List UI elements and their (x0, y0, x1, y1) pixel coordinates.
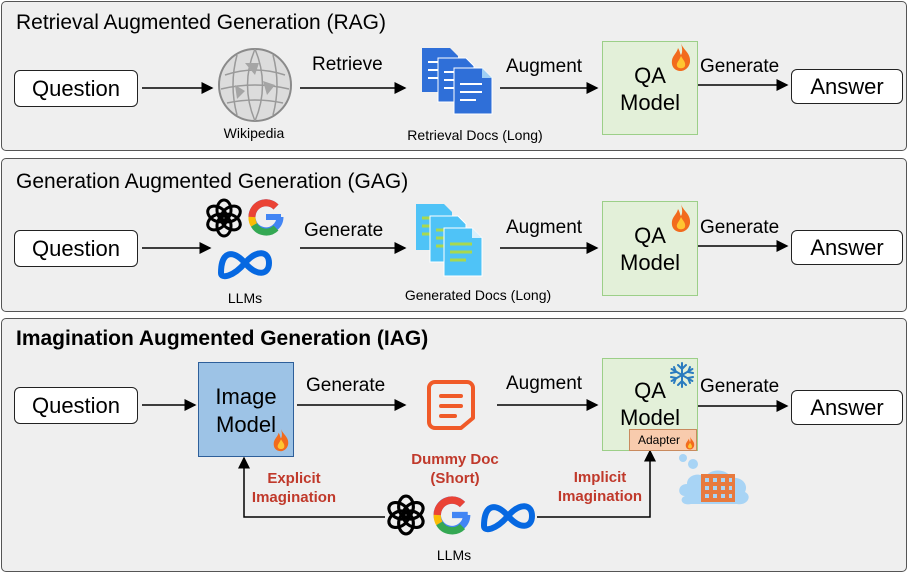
implicit-arrow (537, 449, 656, 518)
openai-icon (387, 494, 425, 536)
qa-line2: Model (620, 250, 680, 275)
gag-generate2-label: Generate (700, 217, 780, 238)
dummy-doc-icon (427, 380, 475, 430)
rag-docs-label: Retrieval Docs (Long) (407, 127, 543, 143)
implicit-line1: Implicit (573, 469, 627, 486)
document-stack-icon (422, 48, 493, 115)
doc-page (453, 67, 493, 115)
dummy-doc-line1: Dummy Doc (411, 451, 499, 468)
qa-line1: QA (634, 63, 666, 88)
rag-qa-model: QA Model (602, 41, 698, 135)
rag-title: Retrieval Augmented Generation (RAG) (16, 11, 387, 34)
document-stack-icon (416, 204, 483, 277)
iag-panel (1, 318, 907, 572)
rag-answer-box: Answer (791, 69, 903, 104)
iag-question-box: Question (14, 387, 138, 424)
image-model-line2: Model (216, 412, 276, 437)
gag-docs-label: Generated Docs (Long) (404, 287, 552, 303)
building-icon (701, 474, 735, 502)
gag-answer-box: Answer (791, 230, 903, 265)
gag-question-box: Question (14, 230, 138, 267)
rag-augment-label: Augment (506, 56, 583, 77)
gag-llms-label: LLMs (227, 290, 263, 306)
gag-generate-label: Generate (304, 220, 384, 241)
image-model-line1: Image (215, 384, 277, 409)
iag-generate2-label: Generate (700, 376, 780, 397)
explicit-line1: Explicit (267, 470, 321, 487)
explicit-arrow (238, 456, 385, 518)
meta-icon (481, 503, 535, 533)
openai-icon (206, 198, 242, 238)
meta-icon (218, 250, 272, 280)
qa-line1: QA (634, 378, 666, 403)
qa-line2: Model (620, 90, 680, 115)
iag-generate-label: Generate (306, 375, 386, 396)
adapter-box: Adapter (629, 429, 697, 451)
fire-icon (671, 204, 691, 232)
rag-source-label: Wikipedia (223, 125, 285, 141)
iag-answer-box: Answer (791, 390, 903, 425)
rag-retrieve-label: Retrieve (312, 54, 383, 75)
rag-generate-label: Generate (700, 56, 780, 77)
dummy-doc-line2: (Short) (430, 470, 480, 487)
rag-question-box: Question (14, 70, 138, 107)
google-g-icon (248, 199, 284, 236)
snowflake-icon (670, 362, 694, 388)
fire-icon (273, 428, 289, 452)
doc-page (443, 227, 483, 277)
iag-title: Imagination Augmented Generation (IAG) (16, 327, 429, 350)
gag-augment-label: Augment (506, 217, 583, 238)
qa-line2: Model (620, 405, 680, 430)
qa-line1: QA (634, 223, 666, 248)
iag-augment-label: Augment (506, 373, 583, 394)
iag-llms-label: LLMs (436, 547, 472, 563)
fire-icon (685, 436, 695, 450)
fire-icon (671, 43, 691, 71)
dummy-doc-label: Dummy Doc (Short) (395, 450, 515, 488)
explicit-line2: Imagination (251, 489, 337, 506)
explicit-imagination-label: Explicit Imagination (248, 469, 340, 507)
google-g-icon (433, 496, 471, 535)
thought-cloud-icon (679, 454, 749, 505)
implicit-imagination-label: Implicit Imagination (552, 468, 648, 506)
implicit-line2: Imagination (557, 488, 643, 505)
gag-title: Generation Augmented Generation (GAG) (16, 170, 409, 193)
wikipedia-globe-icon (218, 48, 292, 122)
